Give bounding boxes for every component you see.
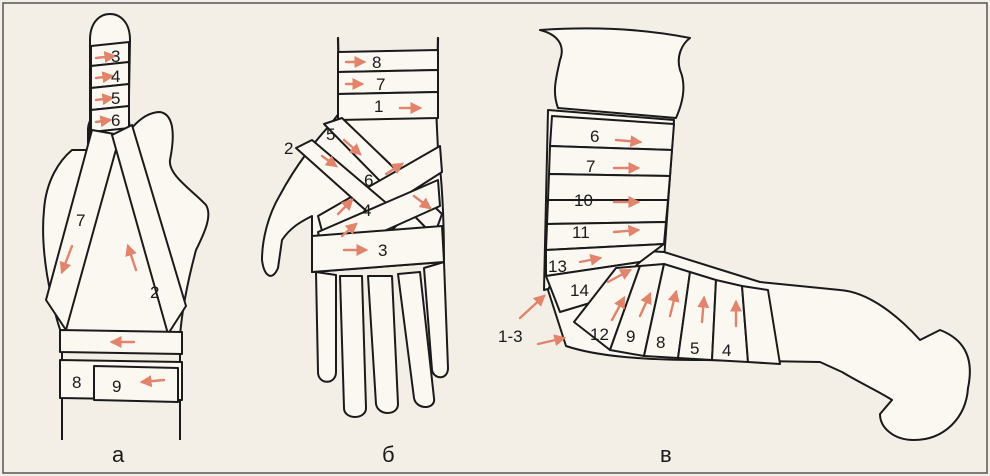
panel-c-label-9: 9	[626, 327, 635, 346]
panel-b-label-5: 5	[326, 125, 335, 144]
panel-c-label-13: 13	[548, 257, 567, 276]
panel-c: 6 7 10 11 13 14 1-3 12 9 8 5 4 в	[498, 28, 970, 467]
panel-b-label-4: 4	[362, 201, 371, 220]
panel-b-label-2: 2	[284, 139, 293, 158]
panel-c-caption: в	[660, 442, 672, 467]
panel-b-label-6: 6	[364, 171, 373, 190]
panel-c-label-7: 7	[586, 157, 595, 176]
panel-b-label-8: 8	[372, 53, 381, 72]
panel-a-bandage-9	[94, 366, 178, 402]
panel-c-label-10: 10	[574, 191, 593, 210]
panel-c-label-8: 8	[656, 333, 665, 352]
panel-c-upper-turns	[546, 116, 674, 250]
panel-b-bandage-1	[338, 92, 438, 120]
panel-a-label-2: 2	[150, 283, 159, 302]
panel-a-label-5: 5	[111, 89, 120, 108]
panel-c-label-14: 14	[570, 281, 589, 300]
panel-a-label-6: 6	[111, 111, 120, 130]
panel-a-label-3: 3	[111, 47, 120, 66]
panel-b-fingers	[316, 262, 448, 417]
panel-b: 8 7 1 2 5 6 4 3 б	[262, 38, 448, 467]
panel-b-caption: б	[382, 442, 395, 467]
panel-b-label-3: 3	[378, 241, 387, 260]
panel-a-caption: а	[112, 442, 125, 467]
panel-c-label-1-3: 1-3	[498, 327, 523, 346]
panel-a-label-8: 8	[72, 373, 81, 392]
panel-c-label-4: 4	[722, 341, 731, 360]
panel-c-label-5: 5	[690, 339, 699, 358]
panel-a: 3 4 5 6 7 2 8 9 а	[43, 14, 208, 467]
panel-a-label-4: 4	[111, 67, 120, 86]
panel-b-label-7: 7	[376, 75, 385, 94]
panel-a-label-7: 7	[76, 211, 85, 230]
panel-c-sleeve	[540, 28, 690, 118]
panel-c-label-6: 6	[590, 127, 599, 146]
panel-b-label-1: 1	[374, 97, 383, 116]
panel-b-bandage-7	[338, 70, 438, 94]
panel-a-label-9: 9	[112, 377, 121, 396]
panel-c-label-11: 11	[572, 223, 590, 242]
panel-c-label-12: 12	[590, 325, 609, 344]
